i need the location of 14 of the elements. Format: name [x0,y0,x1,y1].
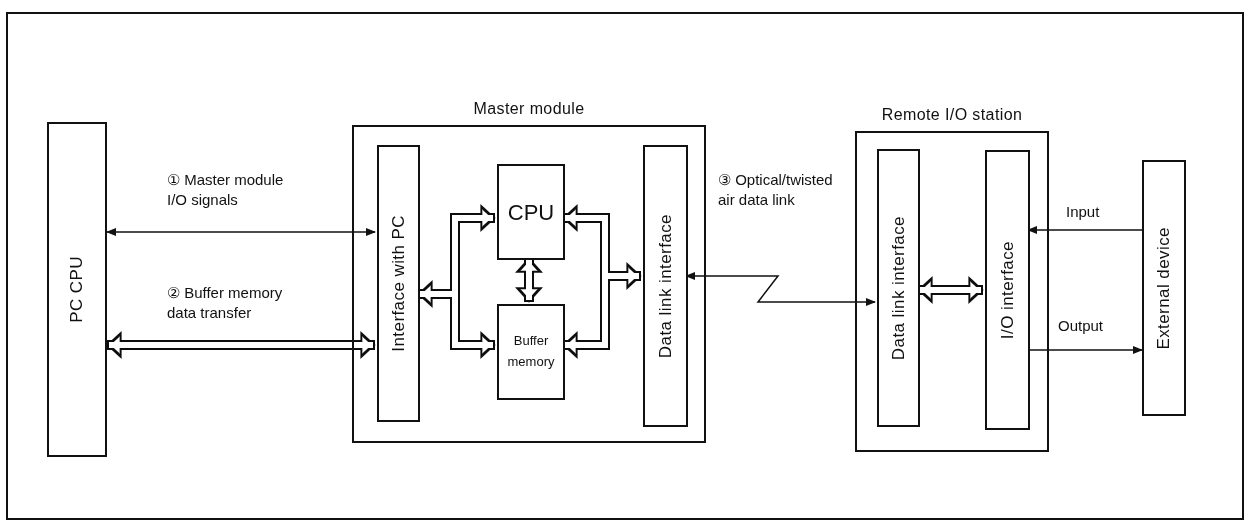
group-heading: Master module [472,99,586,119]
memory-block: Buffer memory [497,304,565,400]
bus-arrow [106,331,376,359]
connector-arrow [106,228,376,236]
group-heading: Remote I/O station [880,105,1024,125]
cpu-block: PC CPU [47,122,107,457]
interface-block: Data link interface [877,149,920,427]
device-block: External device [1142,160,1186,416]
interface-block: Data link interface [643,145,688,427]
interface-block: Interface with PC [377,145,420,422]
bus-arrow [450,204,496,294]
interface-block: I/O interface [985,150,1030,430]
bus-arrow [450,294,496,359]
cpu-block: CPU [497,164,565,260]
